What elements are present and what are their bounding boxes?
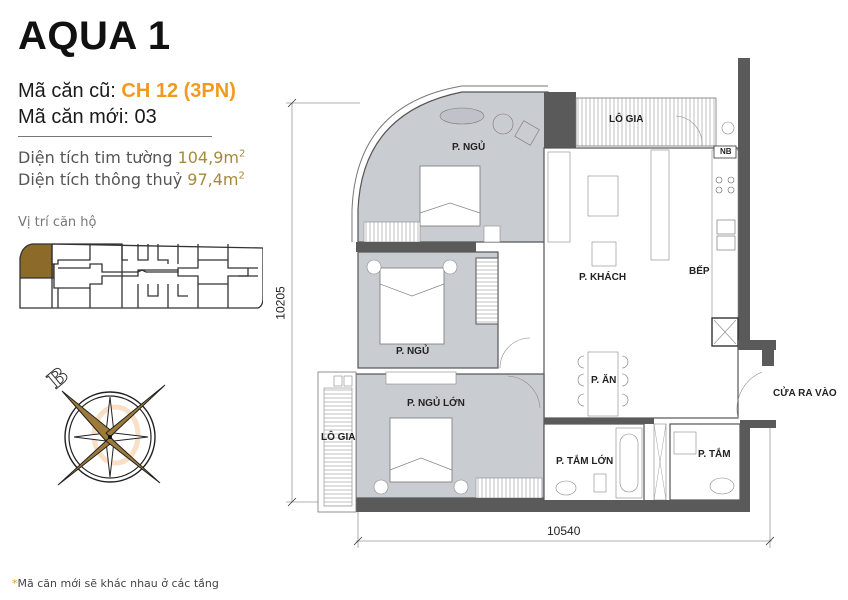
label-dining: P. ĂN bbox=[591, 375, 617, 386]
clear-area: Diện tích thông thuỷ 97,4m2 bbox=[18, 170, 245, 189]
entrance-door[interactable] bbox=[736, 371, 763, 419]
dimension-height: 10205 bbox=[273, 286, 288, 320]
label-loggia-left: LÔ GIA bbox=[321, 432, 356, 443]
footnote-star: * bbox=[12, 577, 18, 590]
footnote-text: Mã căn mới sẽ khác nhau ở các tầng bbox=[17, 577, 219, 590]
clear-number: 97,4m bbox=[187, 170, 239, 189]
label-bedroom-mid: P. NGỦ bbox=[396, 346, 430, 357]
column-wall bbox=[544, 92, 576, 148]
compass-rose-icon: B bbox=[42, 362, 166, 486]
new-code-line: Mã căn mới: 03 bbox=[18, 106, 157, 129]
clear-value: 97,4m2 bbox=[187, 170, 245, 189]
page-title: AQUA 1 bbox=[18, 14, 171, 58]
label-master-bedroom: P. NGỦ LỚN bbox=[407, 398, 465, 409]
label-entrance: CỬA RA VÀO bbox=[773, 388, 837, 399]
divider bbox=[18, 136, 212, 137]
footnote: *Mã căn mới sẽ khác nhau ở các tầng bbox=[12, 577, 219, 590]
wall-center-sup: 2 bbox=[238, 148, 246, 160]
label-kitchen: BẾP bbox=[689, 266, 710, 277]
wall-center-area: Diện tích tim tường 104,9m2 bbox=[18, 148, 245, 167]
bottom-wall-left bbox=[356, 498, 544, 512]
new-code-value: 03 bbox=[134, 106, 157, 128]
fridge-box bbox=[713, 145, 737, 159]
exterior-wall-right bbox=[738, 58, 750, 348]
label-bath: P. TẮM bbox=[698, 449, 731, 460]
new-code-label: Mã căn mới: bbox=[18, 106, 135, 128]
room-loggia-left bbox=[323, 387, 353, 507]
old-code-value: CH 12 (3PN) bbox=[121, 80, 236, 102]
room-loggia-top bbox=[575, 97, 717, 147]
label-living: P. KHÁCH bbox=[579, 272, 627, 283]
clear-label: Diện tích thông thuỷ bbox=[18, 170, 188, 189]
old-code-label: Mã căn cũ: bbox=[18, 80, 122, 102]
wall-center-number: 104,9m bbox=[177, 148, 239, 167]
label-loggia-top: LÔ GIA bbox=[609, 114, 644, 125]
room-living-kitchen bbox=[543, 147, 739, 419]
clear-sup: 2 bbox=[238, 170, 245, 182]
label-fridge: NB bbox=[720, 147, 732, 156]
wall-center-value: 104,9m2 bbox=[178, 148, 246, 167]
key-plan-diagram bbox=[19, 243, 263, 309]
bottom-wall-right bbox=[544, 500, 750, 512]
wall-center-label: Diện tích tim tường bbox=[18, 148, 178, 167]
old-code-line: Mã căn cũ: CH 12 (3PN) bbox=[18, 80, 236, 103]
dimension-width: 10540 bbox=[547, 524, 581, 538]
label-bedroom-top: P. NGỦ bbox=[452, 142, 486, 153]
label-master-bath: P. TẮM LỚN bbox=[556, 456, 614, 467]
highlighted-unit bbox=[19, 243, 55, 279]
width-dimension-line bbox=[353, 420, 775, 548]
location-label: Vị trí căn hộ bbox=[18, 215, 97, 230]
